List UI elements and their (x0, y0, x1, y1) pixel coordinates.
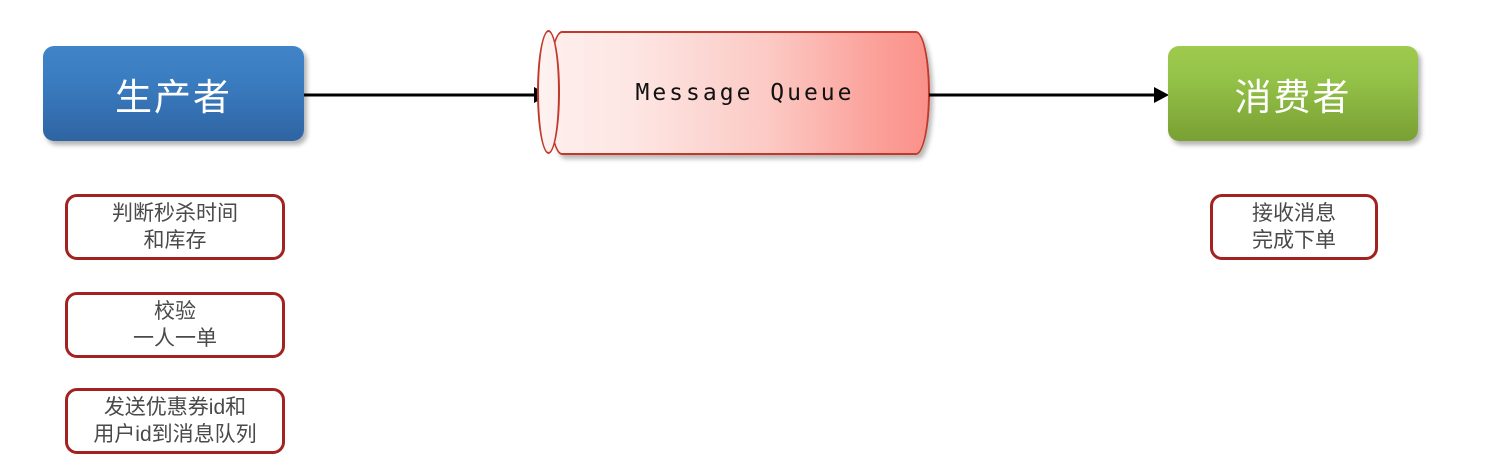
node-consumer[interactable]: 消费者 (1168, 46, 1418, 141)
node-consumer-label: 消费者 (1234, 76, 1352, 118)
note-one-order-line2: 一人一单 (133, 327, 217, 350)
arrow-producer-to-queue (304, 87, 549, 103)
note-send-mq[interactable]: 发送优惠券id和 用户id到消息队列 (65, 388, 285, 454)
cylinder-left-face (537, 30, 560, 154)
note-check-time-line1: 判断秒杀时间 (112, 201, 238, 225)
arrow-head-icon (1154, 87, 1169, 103)
note-one-order-line1: 校验 (154, 299, 196, 323)
note-send-mq-line2: 用户id到消息队列 (93, 423, 257, 446)
note-one-order[interactable]: 校验 一人一单 (65, 292, 285, 358)
node-producer[interactable]: 生产者 (43, 46, 304, 141)
note-receive-message[interactable]: 接收消息 完成下单 (1210, 194, 1378, 260)
note-check-time-line2: 和库存 (143, 229, 207, 252)
node-message-queue[interactable]: Message Queue (537, 30, 930, 155)
arrow-queue-to-consumer (929, 87, 1169, 103)
note-receive-message-line2: 完成下单 (1252, 229, 1336, 252)
cylinder-body (548, 31, 930, 155)
note-send-mq-line1: 发送优惠券id和 (103, 395, 247, 419)
node-message-queue-label: Message Queue (635, 80, 855, 106)
node-producer-label: 生产者 (115, 76, 232, 118)
note-receive-message-line1: 接收消息 (1252, 201, 1336, 225)
note-check-time[interactable]: 判断秒杀时间 和库存 (65, 194, 285, 260)
